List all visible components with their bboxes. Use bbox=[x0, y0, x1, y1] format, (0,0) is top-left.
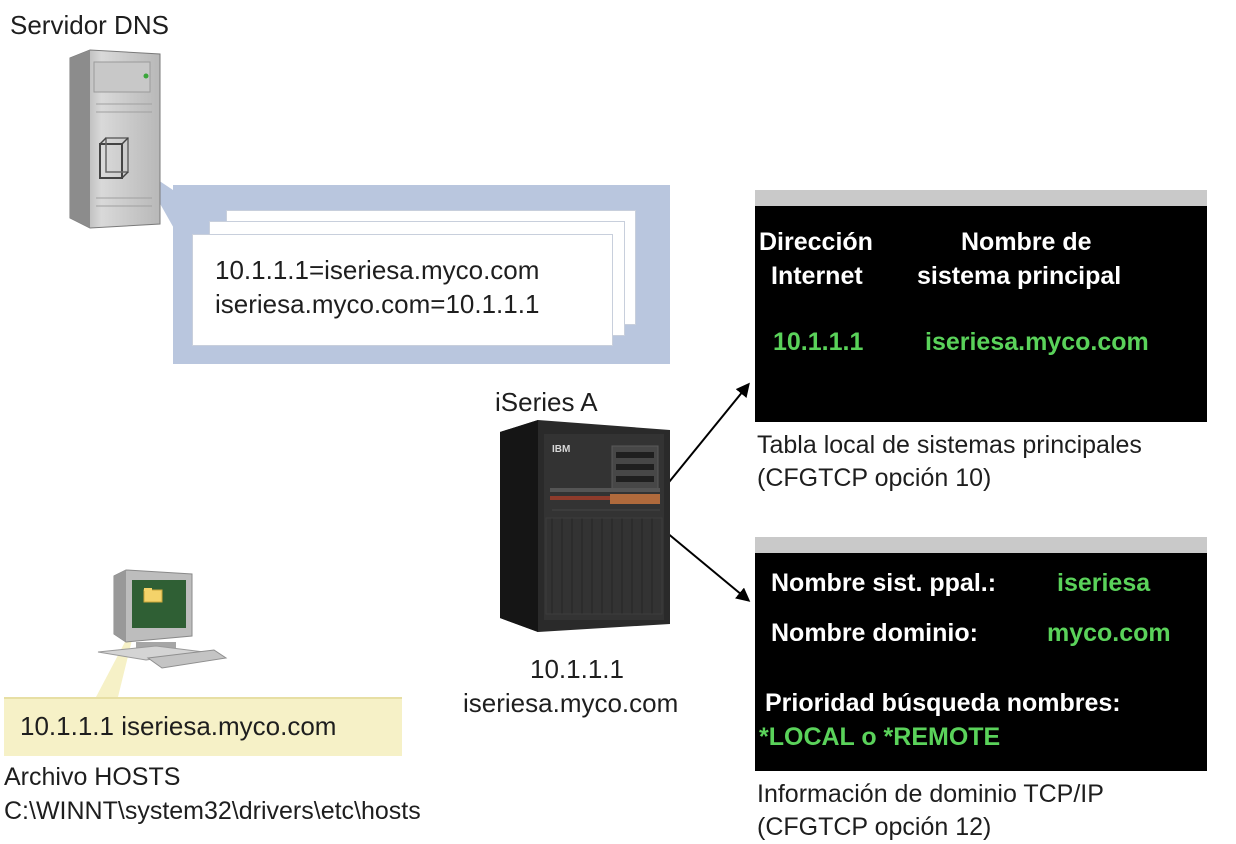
arrow-to-domain-info bbox=[665, 531, 751, 602]
hosts-file-note: 10.1.1.1 iseriesa.myco.com bbox=[4, 697, 402, 756]
domain-info-caption-option: (CFGTCP opción 12) bbox=[757, 813, 992, 841]
dns-server-icon bbox=[69, 49, 161, 229]
client-pc-icon bbox=[97, 569, 228, 669]
host-table-panel: Dirección Internet Nombre de sistema pri… bbox=[755, 190, 1207, 422]
host-table-col2-header-line1: Nombre de bbox=[961, 228, 1092, 256]
dns-record-reverse: iseriesa.myco.com=10.1.1.1 bbox=[215, 289, 540, 319]
hosts-file-path: C:\WINNT\system32\drivers\etc\hosts bbox=[4, 797, 421, 825]
host-table-col2-header-line2: sistema principal bbox=[917, 262, 1122, 290]
domain-info-panel: Nombre sist. ppal.: iseriesa Nombre domi… bbox=[755, 537, 1207, 771]
dns-record-forward: 10.1.1.1=iseriesa.myco.com bbox=[215, 255, 540, 285]
ibm-logo: IBM bbox=[552, 444, 570, 455]
domain-name-value: myco.com bbox=[1047, 619, 1171, 647]
host-table-caption-option: (CFGTCP opción 10) bbox=[757, 464, 992, 492]
arrow-to-host-table bbox=[664, 382, 750, 488]
host-table-hostname-value: iseriesa.myco.com bbox=[925, 328, 1149, 356]
domain-host-label: Nombre sist. ppal.: bbox=[771, 569, 997, 597]
domain-name-label: Nombre dominio: bbox=[771, 619, 978, 647]
dns-server-title: Servidor DNS bbox=[10, 10, 169, 40]
name-search-priority-label: Prioridad búsqueda nombres: bbox=[765, 689, 1121, 717]
hosts-file-caption: Archivo HOSTS bbox=[4, 763, 181, 791]
domain-info-caption: Información de dominio TCP/IP bbox=[757, 780, 1104, 808]
host-table-col1-header-line2: Internet bbox=[771, 262, 863, 290]
iseries-name: iSeries A bbox=[495, 387, 598, 417]
name-search-priority-value: *LOCAL o *REMOTE bbox=[759, 723, 1001, 751]
iseries-server-icon: IBM bbox=[500, 420, 670, 632]
iseries-ip: 10.1.1.1 bbox=[530, 654, 624, 684]
domain-host-value: iseriesa bbox=[1057, 569, 1151, 597]
iseries-hostname: iseriesa.myco.com bbox=[463, 688, 679, 718]
dns-record-sheet-front bbox=[192, 234, 613, 346]
host-table-ip-value: 10.1.1.1 bbox=[773, 328, 864, 356]
host-table-caption: Tabla local de sistemas principales bbox=[757, 431, 1142, 459]
hosts-file-entry: 10.1.1.1 iseriesa.myco.com bbox=[20, 711, 337, 741]
host-table-col1-header-line1: Dirección bbox=[759, 228, 873, 256]
